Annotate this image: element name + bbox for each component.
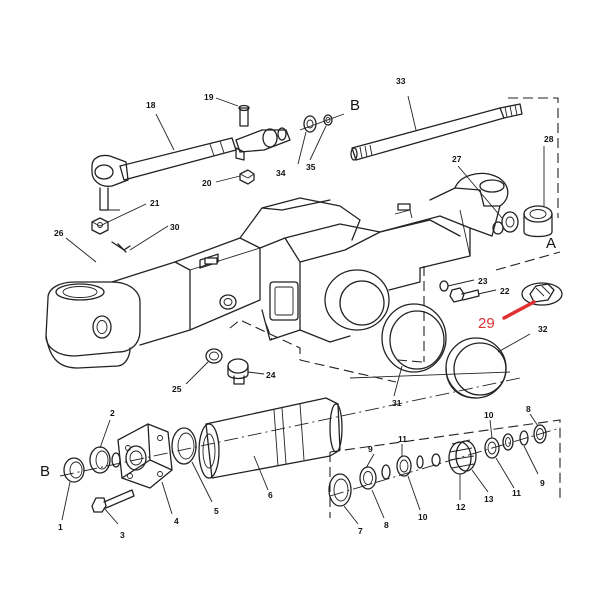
callout-31: 31 <box>392 398 402 408</box>
washer-stack-27 <box>492 211 519 235</box>
ring-1 <box>63 457 85 483</box>
callout-35: 35 <box>306 162 316 172</box>
callout-21: 21 <box>150 198 160 208</box>
highlight-label-29: 29 <box>478 315 495 332</box>
dashed-guides <box>229 97 561 518</box>
callout-12: 12 <box>456 502 466 512</box>
pivot-pin-6 <box>198 397 343 479</box>
callout-11a: 11 <box>398 434 407 444</box>
ring-5 <box>171 427 197 465</box>
bracket-4 <box>117 423 173 489</box>
callout-30: 30 <box>170 222 180 232</box>
callout-9a: 9 <box>368 444 373 454</box>
reference-letter-a: A <box>546 235 556 252</box>
callout-19: 19 <box>204 92 214 102</box>
callout-33: 33 <box>396 76 406 86</box>
axle-shaft <box>350 103 523 161</box>
nut-21 <box>91 217 109 235</box>
callout-20: 20 <box>202 178 212 188</box>
callout-18: 18 <box>146 100 156 110</box>
plug-24 <box>227 358 249 385</box>
callout-34: 34 <box>276 168 286 178</box>
bolt-3 <box>91 489 135 513</box>
callout-4: 4 <box>174 516 179 526</box>
callout-32: 32 <box>538 324 548 334</box>
cotter-pin-30 <box>111 241 131 253</box>
part-29-shim <box>521 282 563 306</box>
callout-11b: 11 <box>512 488 521 498</box>
callout-28: 28 <box>544 134 554 144</box>
callout-13: 13 <box>484 494 494 504</box>
seal-2 <box>89 446 121 474</box>
callout-25: 25 <box>172 384 182 394</box>
callout-2: 2 <box>110 408 115 418</box>
callout-8a: 8 <box>384 520 389 530</box>
center-lines <box>59 113 561 497</box>
bolt-22 <box>439 280 480 303</box>
washer-25 <box>205 348 223 364</box>
callout-24: 24 <box>266 370 276 380</box>
callout-1: 1 <box>58 522 63 532</box>
callout-3: 3 <box>120 530 125 540</box>
callout-10a: 10 <box>418 512 428 522</box>
reference-letter-b-top: B <box>350 97 360 114</box>
bushing-28 <box>523 205 553 238</box>
callout-6: 6 <box>268 490 273 500</box>
callout-8b: 8 <box>526 404 531 414</box>
highlight-pointer-29 <box>502 300 536 320</box>
tie-rod-assembly <box>91 104 333 211</box>
callout-27: 27 <box>452 154 462 164</box>
callout-5: 5 <box>214 506 219 516</box>
reference-letter-b-left: B <box>40 463 50 480</box>
callout-22: 22 <box>500 286 510 296</box>
callout-23: 23 <box>478 276 488 286</box>
ring-32 <box>445 337 507 399</box>
ring-31 <box>381 303 447 373</box>
callout-numbers: 1 2 3 4 5 6 7 8 8 9 9 10 10 11 11 12 13 … <box>54 76 554 540</box>
callout-26: 26 <box>54 228 64 238</box>
callout-10b: 10 <box>484 410 494 420</box>
callout-9b: 9 <box>540 478 545 488</box>
callout-7: 7 <box>358 526 363 536</box>
axle-housing <box>45 172 509 369</box>
leader-lines <box>61 95 545 525</box>
